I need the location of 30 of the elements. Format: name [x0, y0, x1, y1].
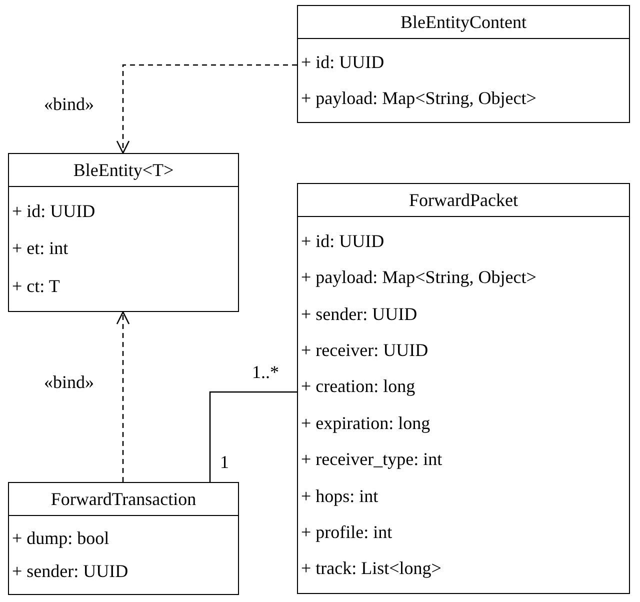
class-box [8, 482, 239, 595]
dashed-dependency-arrow [116, 64, 297, 154]
attribute-text: + payload: Map<String, Object> [300, 88, 536, 109]
multiplicity-label: 1 [219, 452, 230, 472]
attribute-text: + et: int [11, 238, 68, 260]
class-name: BleEntityContent [298, 6, 629, 39]
class-name: ForwardPacket [298, 184, 629, 217]
attribute-text: + receiver: UUID [300, 340, 428, 361]
attribute-text: + sender: UUID [300, 304, 418, 325]
attribute-text: + track: List<long> [300, 558, 442, 580]
attribute-text: + id: UUID [11, 201, 96, 222]
attribute-text: + hops: int [300, 486, 378, 507]
attribute-text: + sender: UUID [11, 561, 128, 582]
association-line [209, 391, 297, 482]
attribute-text: + receiver_type: int [300, 449, 442, 470]
attribute-text: + id: UUID [300, 230, 384, 252]
class-box [297, 183, 630, 594]
attribute-text: + ct: T [11, 276, 60, 297]
attribute-text: + payload: Map<String, Object> [300, 267, 536, 288]
class-box [8, 153, 239, 312]
class-box [297, 5, 630, 123]
attribute-text: + dump: bool [11, 528, 110, 549]
attribute-text: + creation: long [300, 376, 416, 398]
attribute-text: + expiration: long [300, 412, 430, 434]
class-name: ForwardTransaction [9, 483, 238, 516]
dashed-dependency-arrow [116, 311, 130, 482]
attribute-text: + id: UUID [300, 52, 384, 74]
attribute-text: + profile: int [300, 522, 392, 543]
class-name: BleEntity<T> [9, 154, 238, 187]
multiplicity-label: 1..* [251, 362, 280, 382]
